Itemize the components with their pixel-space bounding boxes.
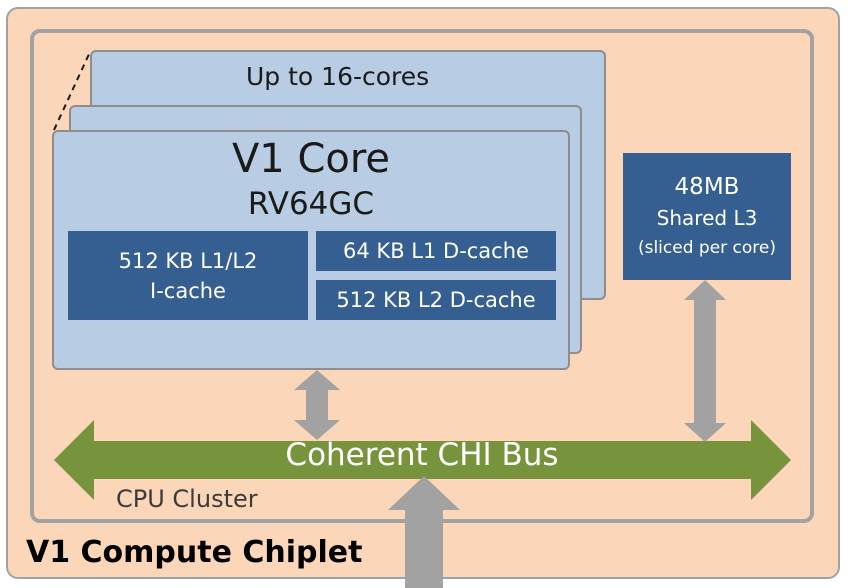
l1-dcache-block: 64 KB L1 D-cache bbox=[316, 231, 556, 271]
l2-dcache-block: 512 KB L2 D-cache bbox=[316, 280, 556, 320]
external-input-arrow bbox=[388, 476, 460, 588]
l2-dcache-label: 512 KB L2 D-cache bbox=[336, 288, 536, 312]
bus-label: Coherent CHI Bus bbox=[285, 437, 559, 473]
l3-size-label: 48MB bbox=[674, 173, 740, 200]
chiplet-label: V1 Compute Chiplet bbox=[26, 535, 363, 570]
stack-indicator-line bbox=[53, 51, 91, 131]
coherent-bus-arrow bbox=[54, 420, 791, 500]
core-count-label: Up to 16-cores bbox=[246, 62, 430, 91]
shared-l3-block: 48MB Shared L3 (sliced per core) bbox=[623, 153, 791, 280]
l3-name-label: Shared L3 bbox=[656, 205, 758, 230]
icache-type-label: I-cache bbox=[150, 278, 226, 303]
core-bus-arrow bbox=[294, 370, 340, 440]
icache-block: 512 KB L1/L2 I-cache bbox=[68, 231, 308, 320]
cluster-label: CPU Cluster bbox=[116, 485, 258, 513]
core-isa-label: RV64GC bbox=[247, 186, 375, 222]
core-name-label: V1 Core bbox=[231, 136, 391, 182]
l1-dcache-label: 64 KB L1 D-cache bbox=[343, 239, 529, 263]
icache-size-label: 512 KB L1/L2 bbox=[118, 248, 258, 273]
l3-note-label: (sliced per core) bbox=[637, 237, 777, 258]
l3-bus-arrow bbox=[684, 280, 726, 442]
